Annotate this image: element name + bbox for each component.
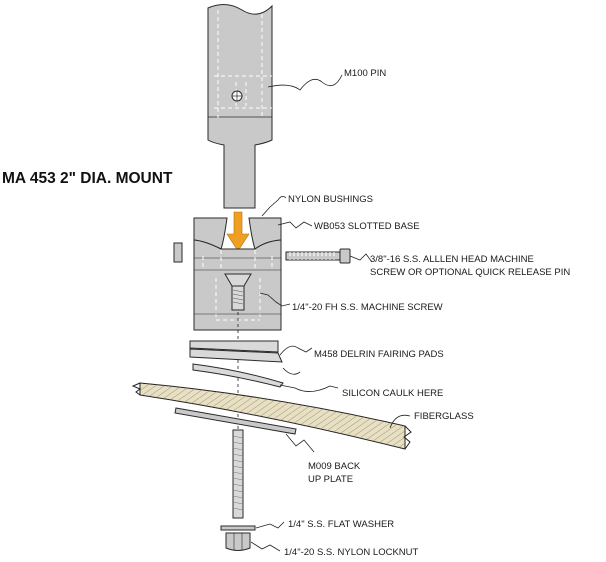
label-locknut: 1/4"-20 S.S. NYLON LOCKNUT xyxy=(284,547,419,558)
label-nylon-bushings: NYLON BUSHINGS xyxy=(288,194,373,205)
label-flat-washer: 1/4" S.S. FLAT WASHER xyxy=(288,519,394,530)
label-fairing-pads: M458 DELRIN FAIRING PADS xyxy=(314,349,444,360)
allen-head-machine-screw xyxy=(285,248,351,264)
m009-backup-plate xyxy=(174,407,297,435)
m458-delrin-fairing-pads xyxy=(189,340,284,388)
label-fh-screw: 1/4"-20 FH S.S. MACHINE SCREW xyxy=(292,302,443,313)
threaded-bolt xyxy=(232,429,244,519)
down-arrow-icon xyxy=(226,211,250,252)
label-fiberglass: FIBERGLASS xyxy=(414,411,474,422)
flat-washer xyxy=(220,525,256,531)
label-wb053-slotted-base: WB053 SLOTTED BASE xyxy=(314,221,420,232)
fh-machine-screw xyxy=(224,273,252,311)
label-m100-pin: M100 PIN xyxy=(344,68,386,79)
m100-pin xyxy=(207,4,273,209)
nylon-bushing xyxy=(173,242,183,263)
label-machine-screw-line1: 3/8"-16 S.S. ALLLEN HEAD MACHINE xyxy=(370,254,534,265)
diagram-title: MA 453 2" DIA. MOUNT xyxy=(2,170,173,187)
label-backup-plate-line1: M009 BACK xyxy=(308,461,361,472)
label-machine-screw-line2: SCREW OR OPTIONAL QUICK RELEASE PIN xyxy=(370,267,570,278)
fiberglass-panel xyxy=(131,382,412,450)
nylon-locknut xyxy=(225,532,251,551)
label-backup-plate-line2: UP PLATE xyxy=(308,474,353,485)
label-silicon-caulk: SILICON CAULK HERE xyxy=(342,388,443,399)
